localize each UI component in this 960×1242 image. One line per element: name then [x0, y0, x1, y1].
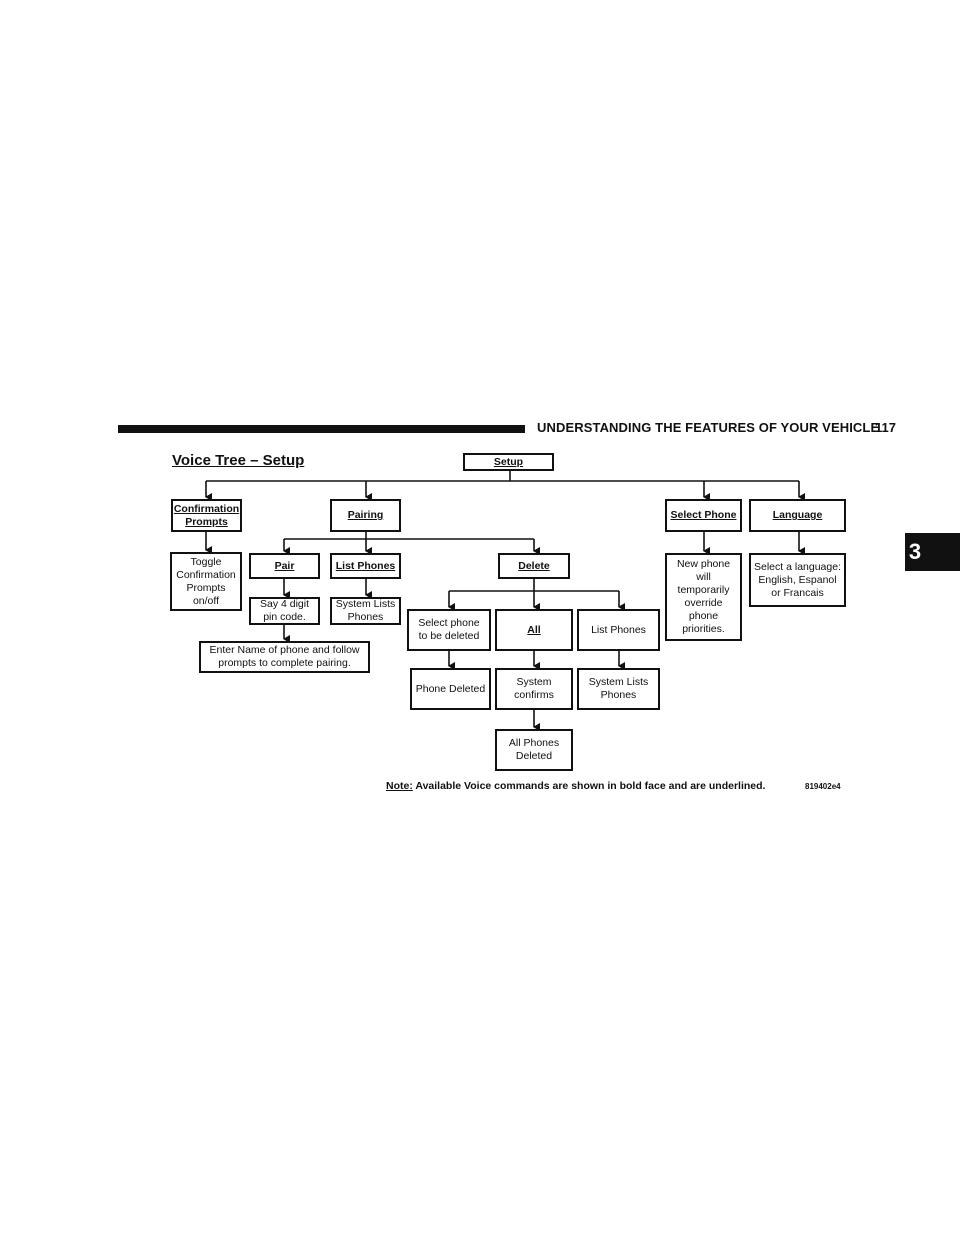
select-phone-to-delete-node: Select phone to be deleted	[407, 609, 491, 651]
system-lists-phones-node: System Lists Phones	[330, 597, 401, 625]
toggle-confirmation-node: Toggle Confirmation Prompts on/off	[170, 552, 242, 611]
all-phones-deleted-node: All Phones Deleted	[495, 729, 573, 771]
phone-deleted-node: Phone Deleted	[410, 668, 491, 710]
delete-node: Delete	[498, 553, 570, 579]
all-node: All	[495, 609, 573, 651]
enter-name-node: Enter Name of phone and follow prompts t…	[199, 641, 370, 673]
note-label: Note:	[386, 780, 413, 792]
pairing-node: Pairing	[330, 499, 401, 532]
note-text: Available Voice commands are shown in bo…	[415, 780, 766, 792]
setup-node: Setup	[463, 453, 554, 471]
system-lists-phones-2-node: System Lists Phones	[577, 668, 660, 710]
language-node: Language	[749, 499, 846, 532]
diagram-title: Voice Tree – Setup	[172, 452, 305, 469]
list-phones-command-node: List Phones	[330, 553, 401, 579]
select-language-node: Select a language: English, Espanol or F…	[749, 553, 846, 607]
pair-node: Pair	[249, 553, 320, 579]
say-pin-node: Say 4 digit pin code.	[249, 597, 320, 625]
confirmation-prompts-node: Confirmation Prompts	[171, 499, 242, 532]
system-confirms-node: System confirms	[495, 668, 573, 710]
figure-code: 819402e4	[805, 782, 841, 791]
chapter-number: 3	[908, 539, 922, 564]
diagram-note: Note: Available Voice commands are shown…	[386, 780, 765, 792]
select-phone-node: Select Phone	[665, 499, 742, 532]
section-title: UNDERSTANDING THE FEATURES OF YOUR VEHIC…	[537, 420, 880, 435]
page-number: 117	[875, 420, 896, 435]
header-rule	[118, 425, 525, 433]
list-phones-node: List Phones	[577, 609, 660, 651]
chapter-tab	[905, 533, 960, 571]
new-phone-node: New phone will temporarily override phon…	[665, 553, 742, 641]
